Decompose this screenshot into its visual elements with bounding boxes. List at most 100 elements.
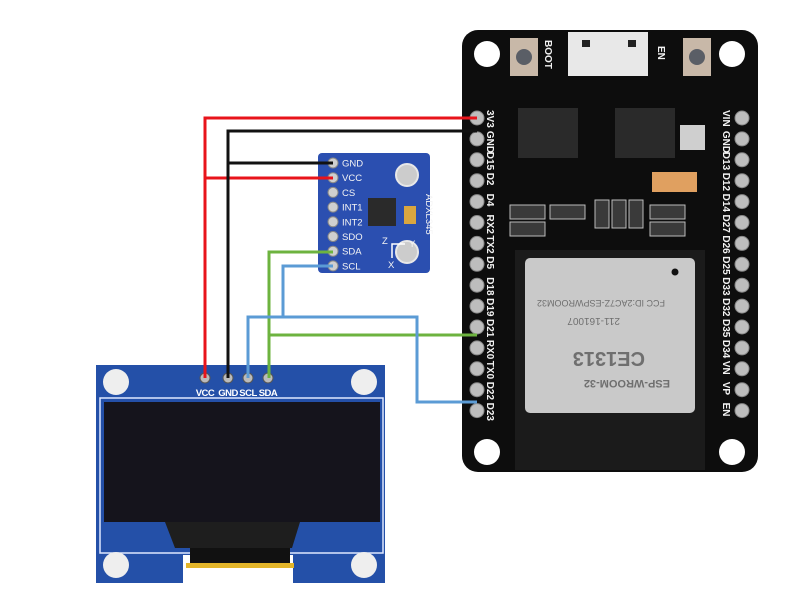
adxl-pin-label: VCC: [342, 173, 362, 184]
adxl-pin-cs[interactable]: [327, 186, 339, 198]
esp32-pin-d33[interactable]: [734, 277, 750, 293]
esp32-pin-label: D13: [720, 152, 731, 171]
boot-button[interactable]: [510, 38, 538, 76]
capacitor: [652, 172, 697, 192]
esp32-pin-d34[interactable]: [734, 340, 750, 356]
mounting-hole: [474, 41, 500, 67]
esp32-pin-d15[interactable]: [469, 152, 485, 168]
esp32-pin-label: D33: [720, 277, 731, 296]
mounting-hole: [719, 439, 745, 465]
esp32-pin-d25[interactable]: [734, 256, 750, 272]
mounting-hole: [719, 41, 745, 67]
en-label: EN: [655, 46, 666, 60]
adxl-pin-label: CS: [342, 188, 355, 199]
esp32-pin-label: D35: [720, 319, 731, 338]
esp32-pin-label: EN: [720, 403, 731, 417]
adxl-pin-label: INT2: [342, 217, 363, 228]
esp32-pin-d27[interactable]: [734, 215, 750, 230]
esp32-pin-label: D19: [484, 298, 495, 317]
adxl-pin-int1[interactable]: [327, 201, 339, 213]
esp32-pin-label: GND: [484, 131, 495, 153]
module-name-text: ESP-WROOM-32: [584, 377, 670, 389]
boot-label: BOOT: [542, 40, 553, 69]
esp32-pin-d13[interactable]: [734, 152, 750, 168]
usb-port: [568, 32, 648, 76]
oled-pin-label: VCC: [196, 388, 215, 399]
esp32-pin-label: D23: [484, 403, 495, 422]
esp32-pin-d18[interactable]: [469, 277, 485, 293]
wire-oled-scl-to-d22: [246, 315, 477, 404]
adxl-chip: [368, 198, 396, 226]
esp32-pin-label: RX0: [484, 340, 495, 360]
esp32-pin-label: VN: [720, 361, 731, 375]
wire-gnd-to-oled-gnd: [226, 129, 477, 378]
adxl-pin-label: GND: [342, 159, 363, 170]
esp32-pin-d26[interactable]: [734, 235, 750, 251]
adxl-pin-int2[interactable]: [327, 216, 339, 228]
esp32-pin-d12[interactable]: [734, 173, 750, 189]
esp32-pin-label: D15: [484, 152, 495, 171]
oled-pin-label: SCL: [239, 388, 257, 399]
esp32-pin-d23[interactable]: [469, 403, 485, 419]
esp32-pin-label: VIN: [720, 110, 731, 127]
wires: [203, 116, 477, 404]
esp32-pin-label: VP: [720, 382, 731, 396]
esp32-pin-d32[interactable]: [734, 298, 750, 314]
esp32-pin-label: D12: [720, 173, 731, 192]
esp32-pin-label: D21: [484, 319, 495, 338]
adxl-pin-label: SDA: [342, 247, 362, 258]
esp32-pin-label: 3V3: [484, 110, 495, 128]
wire-3v3-to-oled-vcc: [203, 116, 477, 378]
esp32-pin-label: D34: [720, 340, 731, 359]
esp32-pin-vp[interactable]: [734, 382, 750, 398]
esp32-pin-vn[interactable]: [734, 361, 750, 377]
usb-uart-chip: [518, 108, 578, 158]
esp32-pin-label: D18: [484, 277, 495, 296]
esp32-pin-d19[interactable]: [469, 298, 485, 314]
esp32-pin-rx0[interactable]: [469, 340, 485, 356]
esp32-pin-label: D22: [484, 382, 495, 401]
esp32-pin-d22[interactable]: [469, 382, 485, 398]
esp32-board: BOOT EN FCC ID:2AC7Z-ESPWROOM32 211-1610…: [462, 30, 758, 472]
esp32-pin-gnd[interactable]: [734, 131, 750, 147]
module-fcc-text: FCC ID:2AC7Z-ESPWROOM32: [537, 298, 665, 308]
esp32-pin-en[interactable]: [734, 403, 750, 419]
mounting-hole: [474, 439, 500, 465]
esp32-pin-d35[interactable]: [734, 319, 750, 335]
adxl-pin-sdo[interactable]: [327, 231, 339, 242]
esp32-pin-tx0[interactable]: [469, 361, 485, 377]
adxl-pin-label: SDO: [342, 232, 363, 243]
adxl345-label: ADXL345: [423, 194, 434, 235]
esp32-right-header: VINGNDD13D12D14D27D26D25D33D32D35D34VNVP…: [720, 110, 750, 419]
adxl-pin-label: SCL: [342, 261, 360, 272]
esp32-pin-gnd[interactable]: [469, 131, 485, 147]
esp32-pin-label: D25: [720, 256, 731, 275]
module-ce-mark: CE1313: [573, 347, 645, 369]
esp32-pin-label: D5: [484, 256, 495, 269]
oled-screen: [104, 402, 380, 522]
esp32-pin-label: GND: [720, 131, 731, 153]
esp32-pin-d2[interactable]: [469, 173, 485, 189]
esp32-pin-tx2[interactable]: [469, 235, 485, 251]
oled-pin-label: GND: [218, 388, 238, 399]
esp32-pin-label: D32: [720, 298, 731, 317]
regulator-chip: [615, 108, 675, 158]
esp32-pin-label: D14: [720, 194, 731, 213]
esp32-pin-label: D4: [484, 194, 495, 207]
esp32-pin-rx2[interactable]: [469, 215, 485, 230]
esp32-pin-d21[interactable]: [469, 319, 485, 335]
adxl-pin-label: INT1: [342, 203, 363, 214]
esp32-pin-vin[interactable]: [734, 110, 750, 126]
en-button[interactable]: [683, 38, 711, 76]
esp32-pin-d4[interactable]: [469, 194, 485, 210]
esp32-pin-label: TX2: [484, 235, 495, 254]
esp32-pin-label: RX2: [484, 215, 495, 235]
esp32-pin-d14[interactable]: [734, 194, 750, 210]
esp-wroom-32-module: FCC ID:2AC7Z-ESPWROOM32 211-161007 CE131…: [525, 258, 695, 413]
module-cert-text: 211-161007: [567, 315, 620, 326]
esp32-pin-d5[interactable]: [469, 256, 485, 272]
axis-z-label: Z: [382, 236, 388, 247]
oled-pin-label: SDA: [259, 388, 278, 399]
